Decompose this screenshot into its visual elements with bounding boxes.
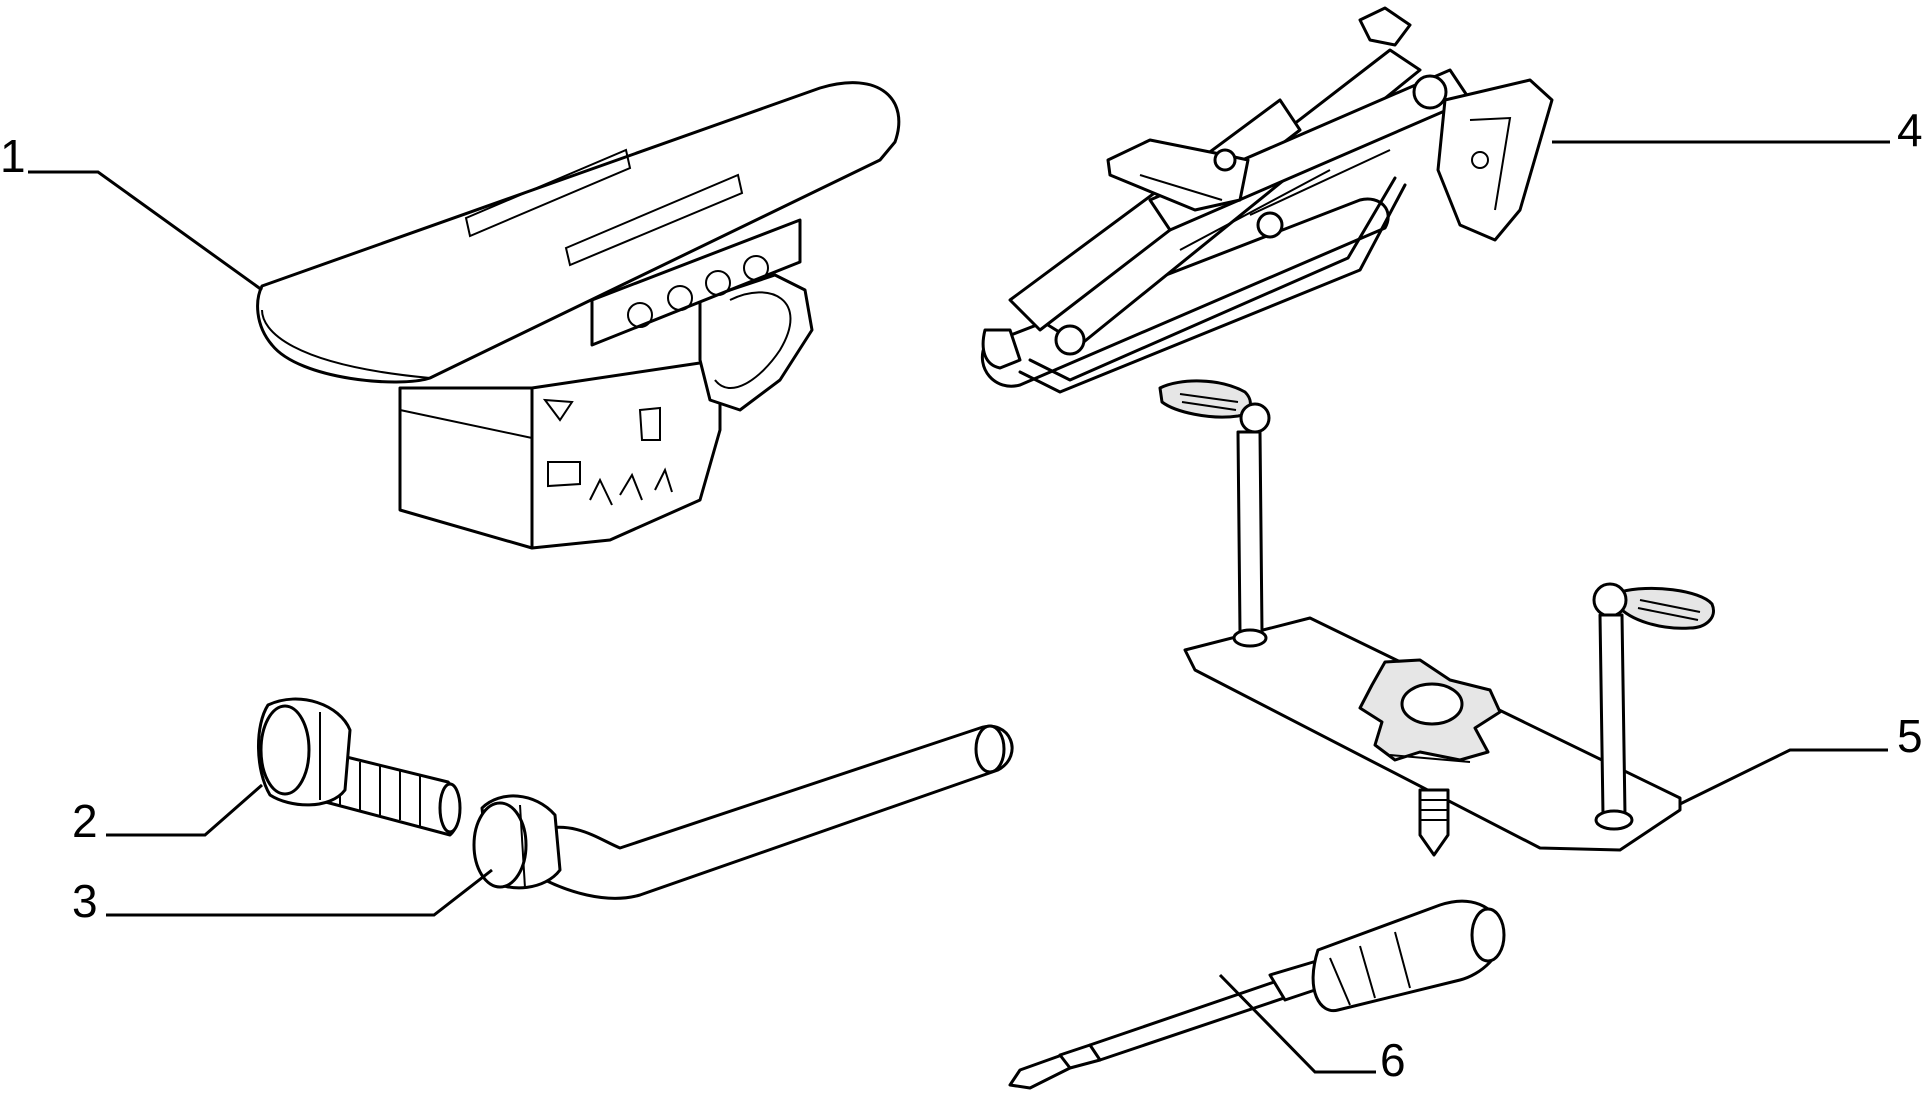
screwdriver-icon bbox=[1008, 899, 1506, 1090]
callout-6: 6 bbox=[1218, 973, 1406, 1086]
callout-3-label: 3 bbox=[72, 875, 98, 927]
callout-2-label: 2 bbox=[72, 795, 98, 847]
callout-6-leader bbox=[1218, 973, 1376, 1074]
callout-6-label: 6 bbox=[1380, 1034, 1406, 1086]
callout-2: 2 bbox=[72, 783, 263, 847]
callout-1-leader bbox=[28, 170, 263, 292]
callout-5-leader bbox=[1679, 748, 1888, 806]
spare-wheel-bracket-icon bbox=[1158, 379, 1715, 857]
callout-1-label: 1 bbox=[0, 130, 26, 182]
callout-2-leader bbox=[106, 783, 263, 837]
callout-4: 4 bbox=[1552, 104, 1923, 156]
tool-holder-tray-icon bbox=[256, 81, 901, 550]
callout-3-leader bbox=[106, 868, 493, 917]
callout-1: 1 bbox=[0, 130, 263, 292]
scissor-jack-icon bbox=[980, 6, 1554, 394]
wheel-bolt-socket-adapter-icon bbox=[257, 697, 462, 837]
callout-3: 3 bbox=[72, 868, 493, 927]
callout-5-label: 5 bbox=[1897, 710, 1923, 762]
callout-5: 5 bbox=[1679, 710, 1923, 806]
callout-4-label: 4 bbox=[1897, 104, 1923, 156]
wheel-wrench-icon bbox=[472, 724, 1014, 900]
